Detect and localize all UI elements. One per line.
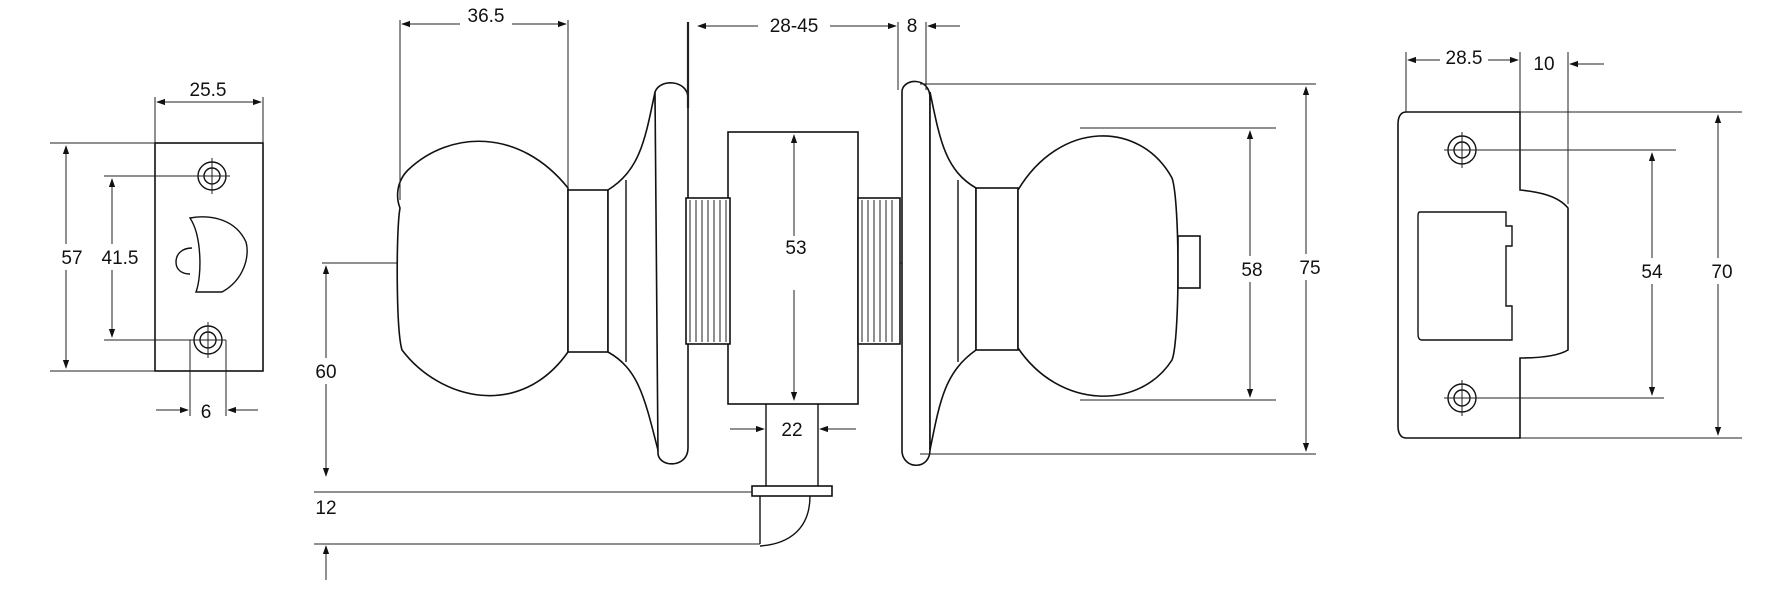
dim-rose-diameter: 75 [1299,258,1320,279]
privacy-button [1177,235,1201,289]
dim-latch-hole-spacing: 41.5 [102,248,139,269]
right-knob [1017,135,1179,397]
dim-tail-width: 22 [781,420,802,441]
strike-opening [1417,211,1513,341]
latch-bolt [188,216,248,293]
dim-strike-width: 28.5 [1446,48,1483,69]
dim-knob-diameter: 58 [1241,260,1262,281]
latch-faceplate [154,142,264,372]
latch-bolt-tongue [175,247,193,275]
dim-door-thickness: 28-45 [770,16,819,37]
dim-strike-hole-spacing: 54 [1641,262,1663,283]
right-rose [901,80,931,466]
left-knob [396,140,569,397]
dim-knob-depth: 36.5 [468,6,505,27]
dim-strike-height: 70 [1711,262,1732,283]
dim-tail-offset: 12 [315,498,336,519]
latch-bolt-side [759,495,811,547]
strike-plate [1397,111,1569,439]
dim-strike-lip: 10 [1533,54,1554,75]
lock-chassis [727,131,859,405]
latch-tailpiece [765,404,819,486]
latch-faceplate-view: 25.5 57 41.5 6 [50,78,264,423]
dim-latch-hole-offset: 6 [201,402,212,423]
right-knob-neck [975,187,1019,351]
dim-rose-gap: 8 [907,16,918,37]
knobset-view: 36.5 28-45 8 53 60 22 12 58 [310,5,1324,580]
dim-faceplate-width: 25.5 [190,80,227,101]
left-rose [654,82,689,465]
right-rose-flare [929,91,977,451]
dim-faceplate-height: 57 [61,248,82,269]
left-threaded-sleeve [685,197,731,345]
right-threaded-sleeve [857,197,901,345]
dim-chassis-height: 53 [785,238,806,259]
left-knob-neck [567,189,609,353]
strike-plate-view: 28.5 10 54 70 [1397,46,1742,439]
dim-backset: 60 [315,362,336,383]
tailpiece-flange [751,485,833,497]
left-rose-flare [607,91,661,459]
